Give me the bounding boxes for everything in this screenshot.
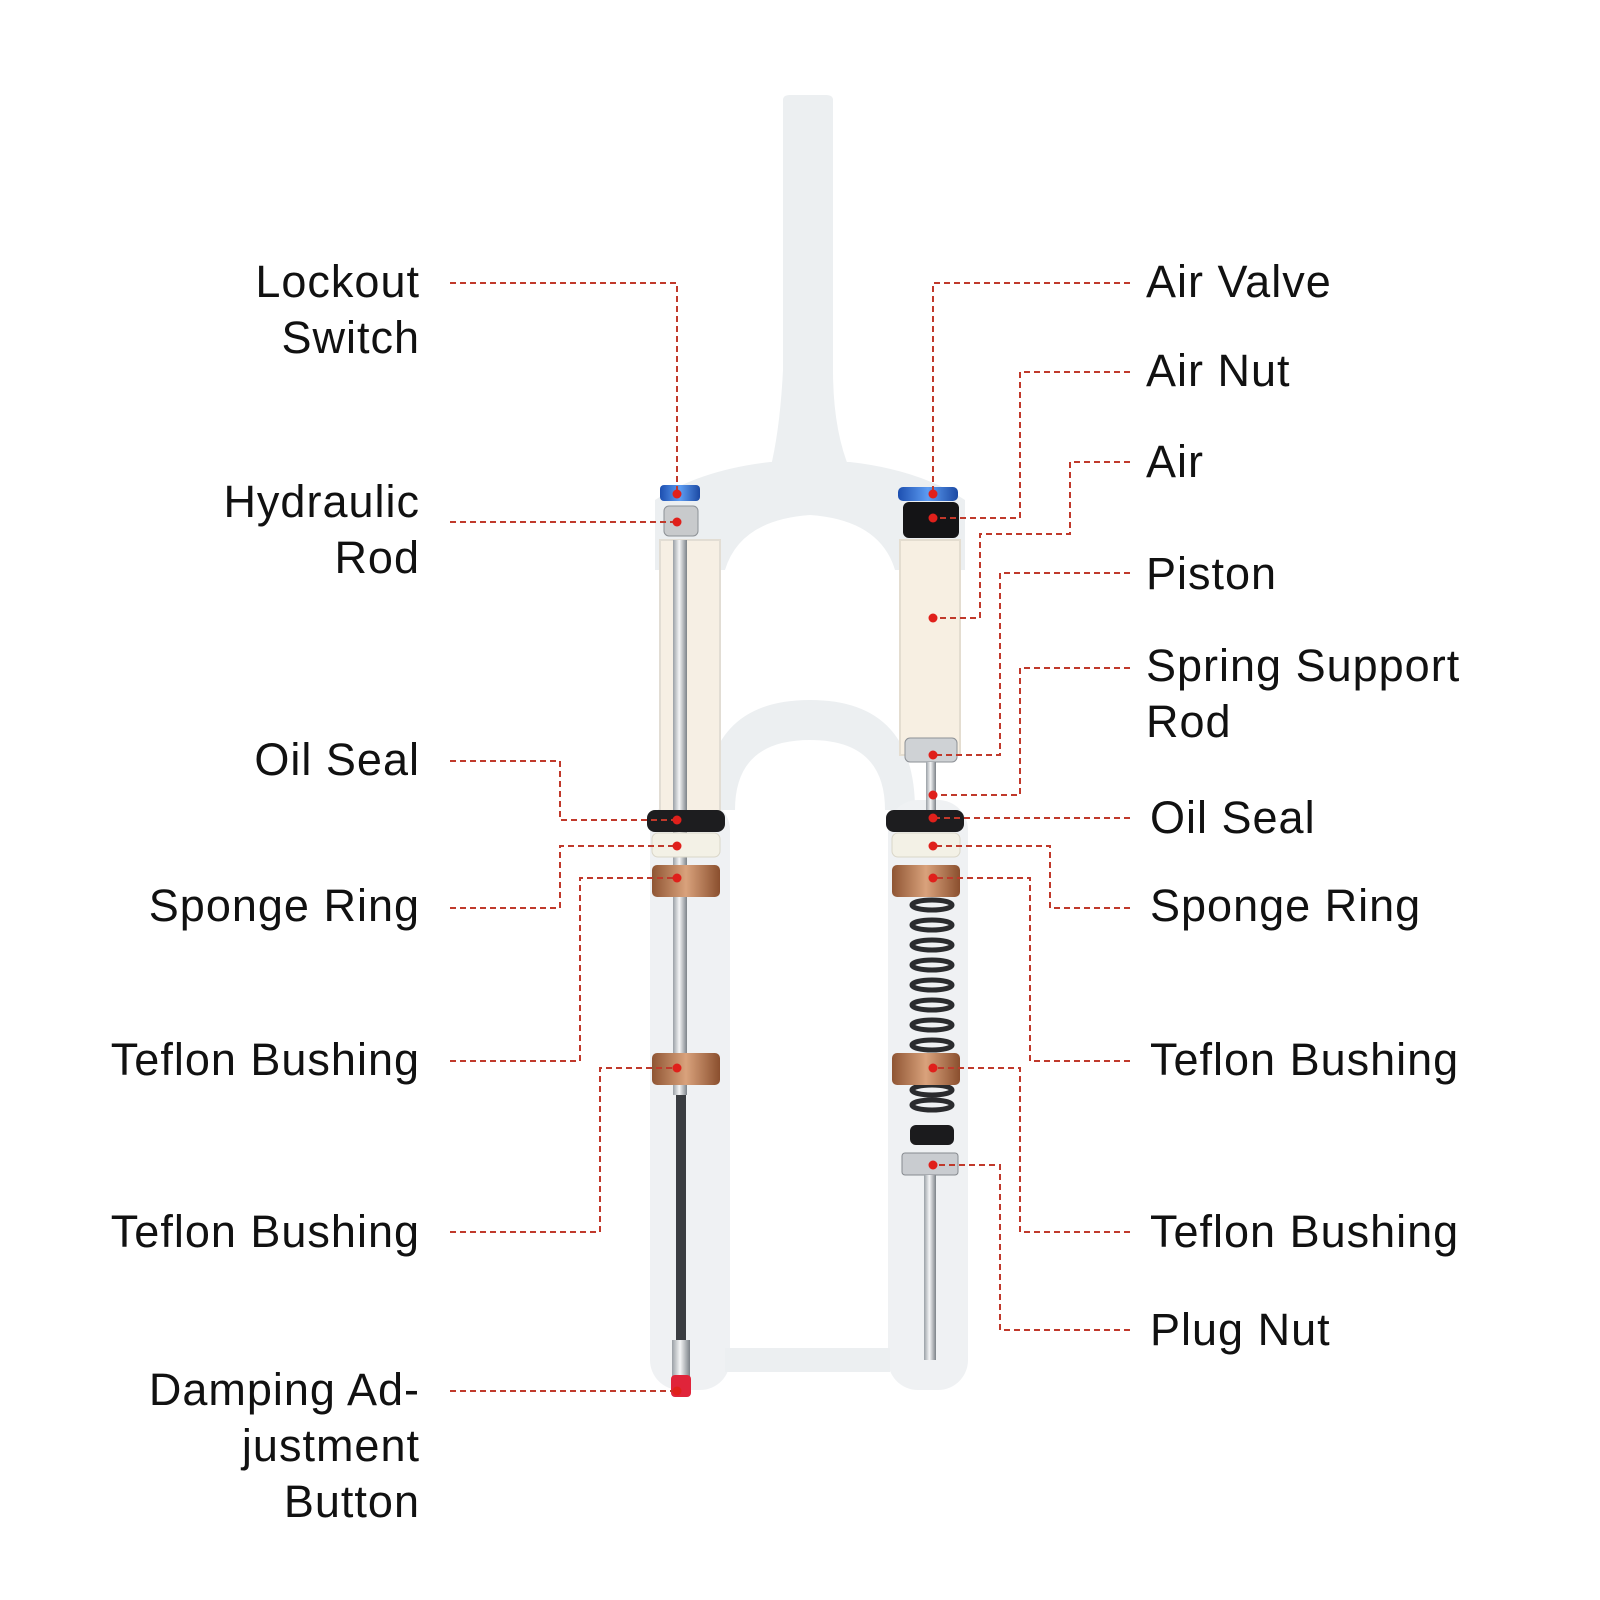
label-line: Rod bbox=[334, 532, 420, 583]
axle-bridge bbox=[725, 1348, 890, 1372]
leader-lockout-switch bbox=[450, 282, 678, 494]
label-plug-nut: Plug Nut bbox=[1150, 1302, 1331, 1358]
damper-rod-end bbox=[672, 1340, 690, 1380]
fork-crown bbox=[655, 462, 965, 570]
air-valve-cap bbox=[898, 487, 958, 501]
label-right-teflon-bushing-upper: Teflon Bushing bbox=[1150, 1032, 1459, 1088]
leader-air-valve bbox=[932, 282, 1130, 494]
label-line: Button bbox=[283, 1476, 420, 1527]
label-air-valve: Air Valve bbox=[1146, 254, 1332, 310]
leader-air-nut bbox=[933, 371, 1130, 519]
label-hydraulic-rod: Hydraulic Rod bbox=[223, 474, 420, 586]
left-oil-seal bbox=[647, 810, 725, 832]
label-right-teflon-bushing-lower: Teflon Bushing bbox=[1150, 1204, 1459, 1260]
label-left-teflon-bushing-upper: Teflon Bushing bbox=[111, 1032, 420, 1088]
label-piston: Piston bbox=[1146, 546, 1277, 602]
leader-right-sponge-ring bbox=[933, 845, 1130, 909]
dot-right-bushing-lower bbox=[928, 1063, 938, 1073]
dot-right-sponge-ring bbox=[928, 841, 938, 851]
label-line: Air bbox=[1146, 436, 1204, 487]
label-right-sponge-ring: Sponge Ring bbox=[1150, 878, 1421, 934]
label-left-oil-seal: Oil Seal bbox=[254, 732, 420, 788]
left-lower-leg bbox=[650, 800, 730, 1390]
leader-piston bbox=[933, 572, 1130, 756]
label-damping-adjustment-button: Damping Ad- justment Button bbox=[149, 1362, 420, 1530]
leader-air bbox=[933, 461, 1130, 619]
label-line: Sponge Ring bbox=[148, 880, 420, 931]
label-line: Hydraulic bbox=[223, 476, 420, 527]
left-leg-internals bbox=[647, 485, 725, 1397]
damper-lower-rod bbox=[676, 1095, 686, 1350]
dot-left-sponge-ring bbox=[672, 841, 682, 851]
left-lower-bushing bbox=[652, 1053, 720, 1085]
dot-lockout-switch bbox=[672, 489, 682, 499]
label-line: Plug Nut bbox=[1150, 1304, 1331, 1355]
dot-right-oil-seal bbox=[928, 813, 938, 823]
label-lockout-switch: Lockout Switch bbox=[255, 254, 420, 366]
dot-hydraulic-rod bbox=[672, 517, 682, 527]
bumper-stack bbox=[910, 1125, 954, 1145]
dot-right-bushing-upper bbox=[928, 873, 938, 883]
leader-left-sponge-ring bbox=[450, 845, 677, 909]
label-line: Air Nut bbox=[1146, 345, 1291, 396]
lower-air-shaft bbox=[924, 1175, 936, 1360]
leader-lines bbox=[450, 282, 1130, 1392]
dot-left-bushing-upper bbox=[672, 873, 682, 883]
label-left-teflon-bushing-lower: Teflon Bushing bbox=[111, 1204, 420, 1260]
right-upper-bushing bbox=[892, 865, 960, 897]
left-stanchion bbox=[659, 539, 721, 816]
leader-right-bushing-upper bbox=[933, 877, 1130, 1062]
label-line: Teflon Bushing bbox=[110, 1206, 420, 1257]
leader-left-bushing-upper bbox=[450, 877, 677, 1062]
label-air: Air bbox=[1146, 434, 1204, 490]
leader-left-oil-seal bbox=[450, 760, 677, 821]
steerer-tube bbox=[770, 95, 850, 470]
right-oil-seal bbox=[886, 810, 964, 832]
right-leg-internals bbox=[886, 487, 964, 1360]
label-left-sponge-ring: Sponge Ring bbox=[149, 878, 420, 934]
leader-right-bushing-lower bbox=[933, 1067, 1130, 1233]
spring-support-rod bbox=[926, 762, 936, 812]
label-line: Oil Seal bbox=[1150, 792, 1316, 843]
label-right-oil-seal: Oil Seal bbox=[1150, 790, 1316, 846]
dot-left-oil-seal bbox=[672, 815, 682, 825]
label-line: justment bbox=[241, 1420, 420, 1471]
label-line: Teflon Bushing bbox=[110, 1034, 420, 1085]
dot-left-bushing-lower bbox=[672, 1063, 682, 1073]
leader-spring-support-rod bbox=[933, 667, 1130, 796]
label-line: Piston bbox=[1146, 548, 1278, 599]
label-spring-support-rod: Spring Support Rod bbox=[1146, 638, 1460, 750]
dot-air-valve bbox=[928, 489, 938, 499]
leader-left-bushing-lower bbox=[450, 1067, 677, 1233]
leader-plug-nut bbox=[933, 1164, 1130, 1331]
label-line: Rod bbox=[1146, 696, 1232, 747]
label-line: Sponge Ring bbox=[1150, 880, 1422, 931]
label-line: Spring Support bbox=[1146, 640, 1461, 691]
label-line: Air Valve bbox=[1146, 256, 1332, 307]
air-chamber bbox=[899, 539, 961, 756]
dot-air-nut bbox=[928, 513, 938, 523]
anchor-dots bbox=[672, 489, 938, 1396]
label-line: Damping Ad- bbox=[148, 1364, 420, 1415]
label-line: Lockout bbox=[255, 256, 420, 307]
dot-plug-nut bbox=[928, 1160, 938, 1170]
label-line: Switch bbox=[281, 312, 420, 363]
label-line: Teflon Bushing bbox=[1150, 1206, 1460, 1257]
fork-arch bbox=[705, 700, 915, 810]
label-air-nut: Air Nut bbox=[1146, 343, 1291, 399]
dot-damping-button bbox=[672, 1386, 682, 1396]
dot-air bbox=[928, 613, 938, 623]
right-lower-bushing bbox=[892, 1053, 960, 1085]
left-upper-bushing bbox=[652, 865, 720, 897]
label-line: Oil Seal bbox=[254, 734, 420, 785]
label-line: Teflon Bushing bbox=[1150, 1034, 1460, 1085]
dot-spring-support-rod bbox=[928, 790, 938, 800]
dot-piston bbox=[928, 750, 938, 760]
